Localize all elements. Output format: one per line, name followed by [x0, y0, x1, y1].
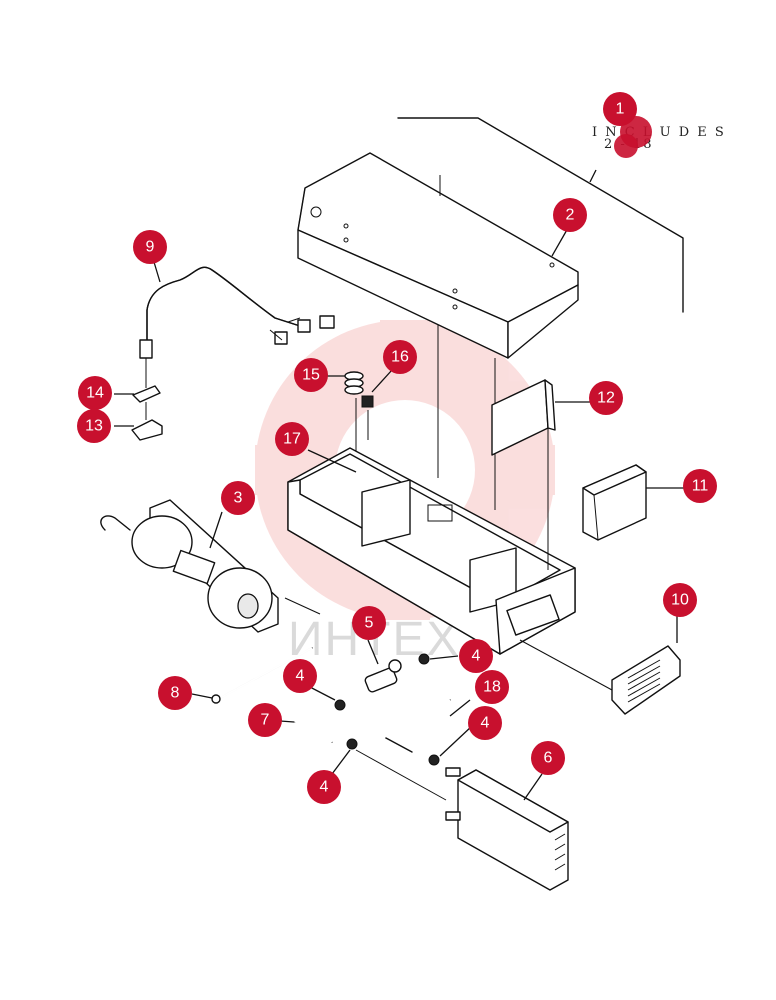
svg-text:5: 5: [365, 615, 374, 632]
valve-part: [364, 659, 402, 693]
hose-clamp-part-a: [334, 699, 346, 711]
hose-clamp-part-d: [428, 754, 440, 766]
svg-text:10: 10: [671, 592, 689, 609]
svg-text:16: 16: [391, 349, 409, 366]
svg-text:2: 2: [566, 207, 575, 224]
leader-lines: [114, 227, 569, 775]
callout-4c[interactable]: 4: [468, 706, 502, 740]
callout-6[interactable]: 6: [531, 741, 565, 775]
hose-clamp-part-c: [346, 738, 358, 750]
overlay-circles: [614, 116, 652, 158]
nut-part: [361, 395, 374, 408]
housing-part: [287, 325, 576, 655]
mounting-bracket-part: [131, 402, 163, 441]
callout-4a[interactable]: 4: [283, 659, 317, 693]
callout-5[interactable]: 5: [352, 606, 386, 640]
wire-harness-part: [139, 266, 335, 359]
return-hose-part: [383, 696, 453, 753]
grommet-part: [344, 371, 364, 395]
callout-12[interactable]: 12: [589, 381, 623, 415]
svg-text:1: 1: [616, 101, 625, 118]
callout-4d[interactable]: 4: [307, 770, 341, 804]
heater-hose-part: [293, 706, 337, 745]
svg-text:12: 12: [597, 390, 615, 407]
relay-bracket-part: [132, 358, 161, 403]
callout-14[interactable]: 14: [78, 376, 112, 410]
svg-text:11: 11: [692, 478, 709, 495]
svg-text:6: 6: [544, 750, 553, 767]
svg-text:8: 8: [171, 685, 180, 702]
svg-text:7: 7: [261, 712, 270, 729]
top-cover-part: [297, 152, 579, 359]
callout-4b[interactable]: 4: [459, 639, 493, 673]
callout-16[interactable]: 16: [383, 340, 417, 374]
svg-text:15: 15: [302, 367, 320, 384]
filter-element-part: [582, 464, 647, 541]
svg-text:9: 9: [146, 239, 155, 256]
callout-9[interactable]: 9: [133, 230, 167, 264]
svg-text:13: 13: [85, 418, 103, 435]
hose-clamp-part-b: [418, 653, 430, 665]
svg-text:17: 17: [283, 431, 301, 448]
includes-bracket: [397, 117, 684, 313]
callout-3[interactable]: 3: [221, 481, 255, 515]
filter-panel-part: [491, 379, 556, 456]
callout-8[interactable]: 8: [158, 676, 192, 710]
callout-11[interactable]: 11: [683, 469, 717, 503]
bulb-sensor-part: [211, 647, 313, 704]
callout-17[interactable]: 17: [275, 422, 309, 456]
svg-text:3: 3: [234, 490, 243, 507]
svg-text:18: 18: [483, 679, 501, 696]
callout-2[interactable]: 2: [553, 198, 587, 232]
grille-part: [611, 645, 681, 715]
heater-core-part: [445, 767, 569, 891]
svg-text:4: 4: [320, 779, 329, 796]
callout-13[interactable]: 13: [77, 409, 111, 443]
svg-text:4: 4: [296, 668, 305, 685]
callout-10[interactable]: 10: [663, 583, 697, 617]
callout-1[interactable]: 1: [603, 92, 637, 126]
svg-text:4: 4: [481, 715, 490, 732]
callout-7[interactable]: 7: [248, 703, 282, 737]
svg-text:4: 4: [472, 648, 481, 665]
svg-text:14: 14: [86, 385, 104, 402]
blower-assembly-part: [100, 499, 279, 633]
callout-15[interactable]: 15: [294, 358, 328, 392]
callout-18[interactable]: 18: [475, 670, 509, 704]
